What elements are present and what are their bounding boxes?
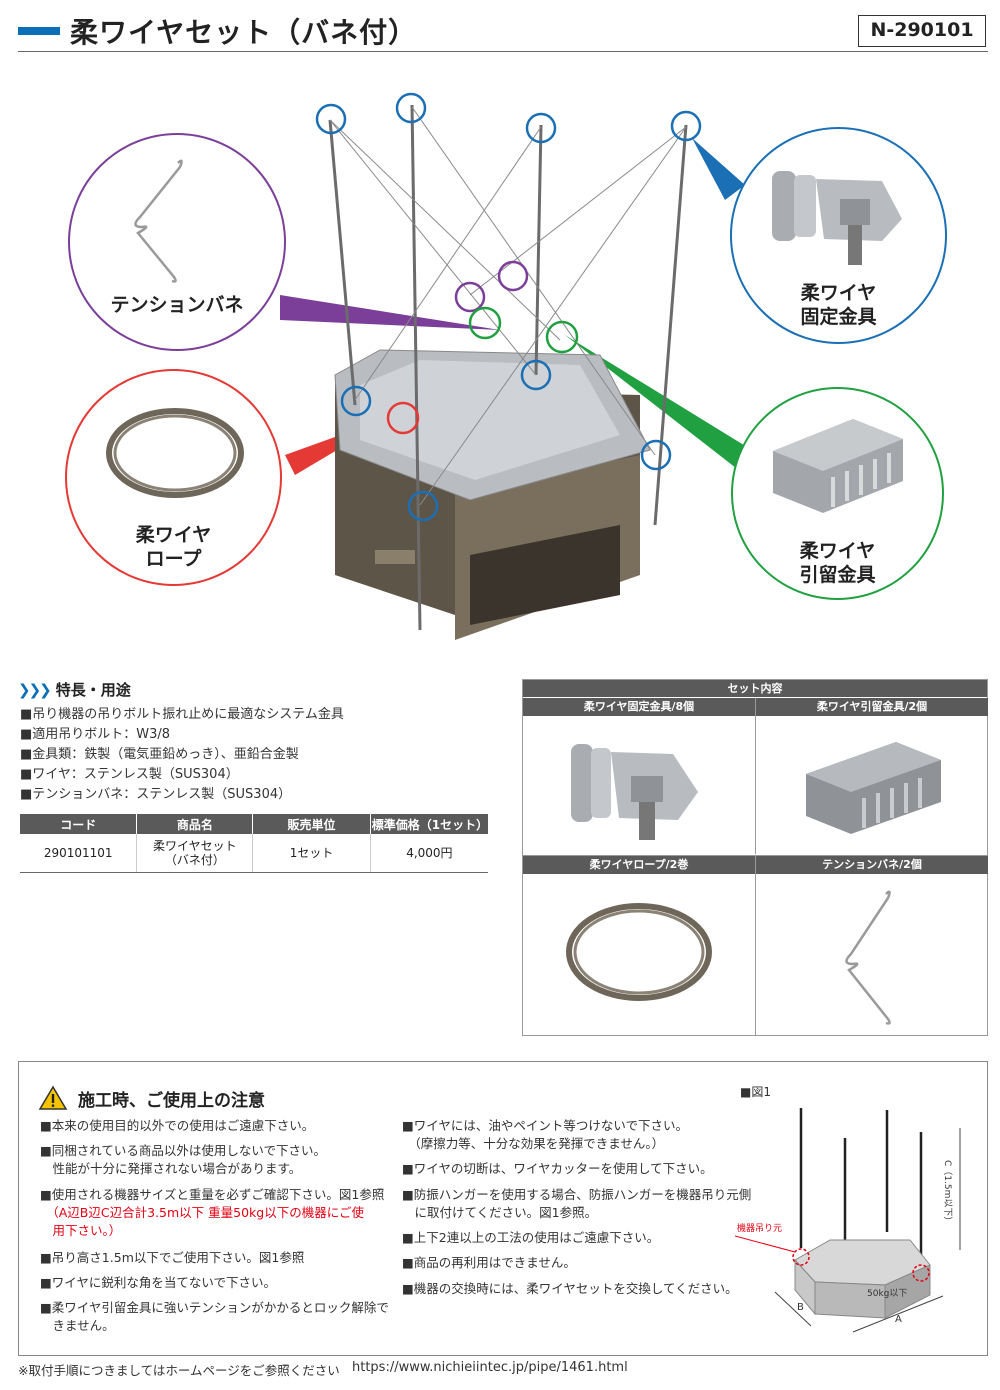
column-header-unit: 販売単位 (252, 814, 371, 834)
set-item-fixing-bracket: 柔ワイヤ固定金具/8個 (523, 698, 756, 854)
warning-icon (38, 1085, 68, 1110)
caution-item: ■ワイヤには、油やペイント等つけないで下さい。 （摩擦力等、十分な効果を発揮でき… (402, 1118, 689, 1151)
dimension-a-label: A (895, 1314, 902, 1325)
wire-rope-image (106, 408, 244, 498)
spring-callout-pointer (280, 295, 500, 330)
caution-item: ■商品の再利用はできません。 (402, 1255, 576, 1270)
hang-point-label: 機器吊り元 (737, 1222, 782, 1234)
caution-item: ■ワイヤに鋭利な角を当てないで下さい。 (40, 1275, 277, 1290)
column-header-price: 標準価格（1セット） (369, 814, 488, 834)
set-item-wire-rope: 柔ワイヤロープ/2巻 (523, 855, 756, 1036)
caution-item: ■防振ハンガーを使用する場合、防振ハンガーを機器吊り元側 に取付けてください。図… (402, 1187, 752, 1220)
wire-anchor-label: 柔ワイヤ 引留金具 (799, 540, 876, 586)
product-code: N-290101 (858, 15, 986, 47)
feature-item: ■テンションバネ：ステンレス製（SUS304） (20, 787, 292, 802)
fixing-bracket-callout-pointer (692, 138, 745, 200)
cell-name: 柔ワイヤセット （バネ付） (136, 834, 253, 873)
wire-anchor-image (773, 419, 903, 513)
caution-item: ■吊り高さ1.5m以下でご使用下さい。図1参照 (40, 1250, 305, 1265)
feature-item: ■ワイヤ：ステンレス製（SUS304） (20, 767, 239, 782)
fixing-bracket-photo (571, 744, 698, 840)
header-accent-bar (18, 27, 60, 35)
cell-price: 4,000円 (369, 834, 488, 873)
table-row: 290101101 柔ワイヤセット （バネ付） 1セット 4,000円 (20, 834, 488, 873)
anchor-callout-pointer (565, 335, 760, 475)
figure-1-label: ■図1 (740, 1085, 771, 1099)
set-contents-title: セット内容 (523, 680, 987, 697)
set-item-label: 柔ワイヤ引留金具/2個 (756, 698, 988, 716)
cell-code: 290101101 (20, 834, 137, 873)
column-header-name: 商品名 (136, 814, 253, 834)
feature-item: ■金具類：鉄製（電気亜鉛めっき）、亜鉛合金製 (20, 747, 299, 762)
wire-anchor-callout: 柔ワイヤ 引留金具 (731, 387, 944, 600)
chevron-right-icon: ❯❯❯ (18, 681, 52, 699)
caution-item: ■上下2連以上の工法の使用はご遠慮下さい。 (402, 1230, 660, 1245)
tension-spring-callout: テンションバネ (68, 133, 286, 351)
wire-fixing-bracket-image (772, 171, 902, 265)
set-item-label: 柔ワイヤ固定金具/8個 (523, 698, 755, 716)
height-label: C（1.5m以下） (942, 1160, 953, 1225)
caution-item-warning: （A辺B辺C辺合計3.5m以下 重量50kg以下の機器にご使 用下さい。） (52, 1205, 364, 1238)
dimension-b-label: B (797, 1302, 804, 1313)
caution-title: 施工時、ご使用上の注意 (78, 1091, 265, 1111)
caution-item: ■本来の使用目的以外での使用はご遠慮下さい。 (40, 1118, 315, 1133)
column-header-code: コード (20, 814, 137, 834)
footer-url[interactable]: https://www.nichieiintec.jp/pipe/1461.ht… (352, 1360, 628, 1375)
wire-rope-label: 柔ワイヤ ロープ (135, 524, 212, 570)
feature-item: ■吊り機器の吊りボルト振れ止めに最適なシステム金具 (20, 707, 344, 722)
features-heading: ❯❯❯特長・用途 (18, 681, 131, 699)
set-item-tension-spring: テンションバネ/2個 (756, 855, 988, 1036)
caution-item: ■柔ワイヤ引留金具に強いテンションがかかるとロック解除で きません。 (40, 1300, 389, 1333)
tension-spring-photo (845, 890, 891, 1025)
footer-note: ※取付手順につきましてはホームページをご参照ください (18, 1363, 340, 1378)
spec-table: コード 商品名 販売単位 標準価格（1セット） 290101101 柔ワイヤセッ… (20, 814, 488, 873)
anchor-photo (806, 742, 941, 834)
weight-label: 50kg以下 (867, 1289, 907, 1299)
wire-rope-callout: 柔ワイヤ ロープ (65, 369, 282, 586)
caution-item: ■使用される機器サイズと重量を必ずご確認下さい。図1参照 (40, 1187, 385, 1202)
feature-item: ■適用吊りボルト：W3/8 (20, 727, 171, 742)
header-divider (18, 51, 988, 52)
cell-unit: 1セット (252, 834, 371, 873)
tension-spring-label: テンションバネ (110, 294, 244, 316)
caution-item: ■ワイヤの切断は、ワイヤカッターを使用して下さい。 (402, 1161, 713, 1176)
caution-item: ■同梱されている商品以外は使用しないで下さい。 性能が十分に発揮されない場合があ… (40, 1143, 327, 1176)
tension-spring-image (134, 159, 183, 283)
product-installation-photo (280, 92, 760, 640)
wire-fixing-bracket-callout: 柔ワイヤ 固定金具 (730, 127, 947, 344)
table-header-row: コード 商品名 販売単位 標準価格（1セット） (20, 814, 488, 834)
set-contents-panel: セット内容 柔ワイヤ固定金具/8個 柔ワイヤ引留金具/2個 柔ワイヤロープ/2巻 (522, 679, 988, 1036)
wire-rope-photo (566, 903, 712, 1001)
caution-item: ■機器の交換時には、柔ワイヤセットを交換してください。 (402, 1281, 738, 1296)
set-item-label: テンションバネ/2個 (756, 856, 988, 874)
caution-box (18, 1061, 988, 1356)
wire-fixing-bracket-label: 柔ワイヤ 固定金具 (800, 282, 877, 328)
set-item-label: 柔ワイヤロープ/2巻 (523, 856, 755, 874)
figure-1-diagram: 機器吊り元 C（1.5m以下） 50kg以下 B A (735, 1108, 961, 1333)
set-item-anchor: 柔ワイヤ引留金具/2個 (756, 698, 988, 854)
page-title: 柔ワイヤセット（バネ付） (70, 16, 418, 49)
